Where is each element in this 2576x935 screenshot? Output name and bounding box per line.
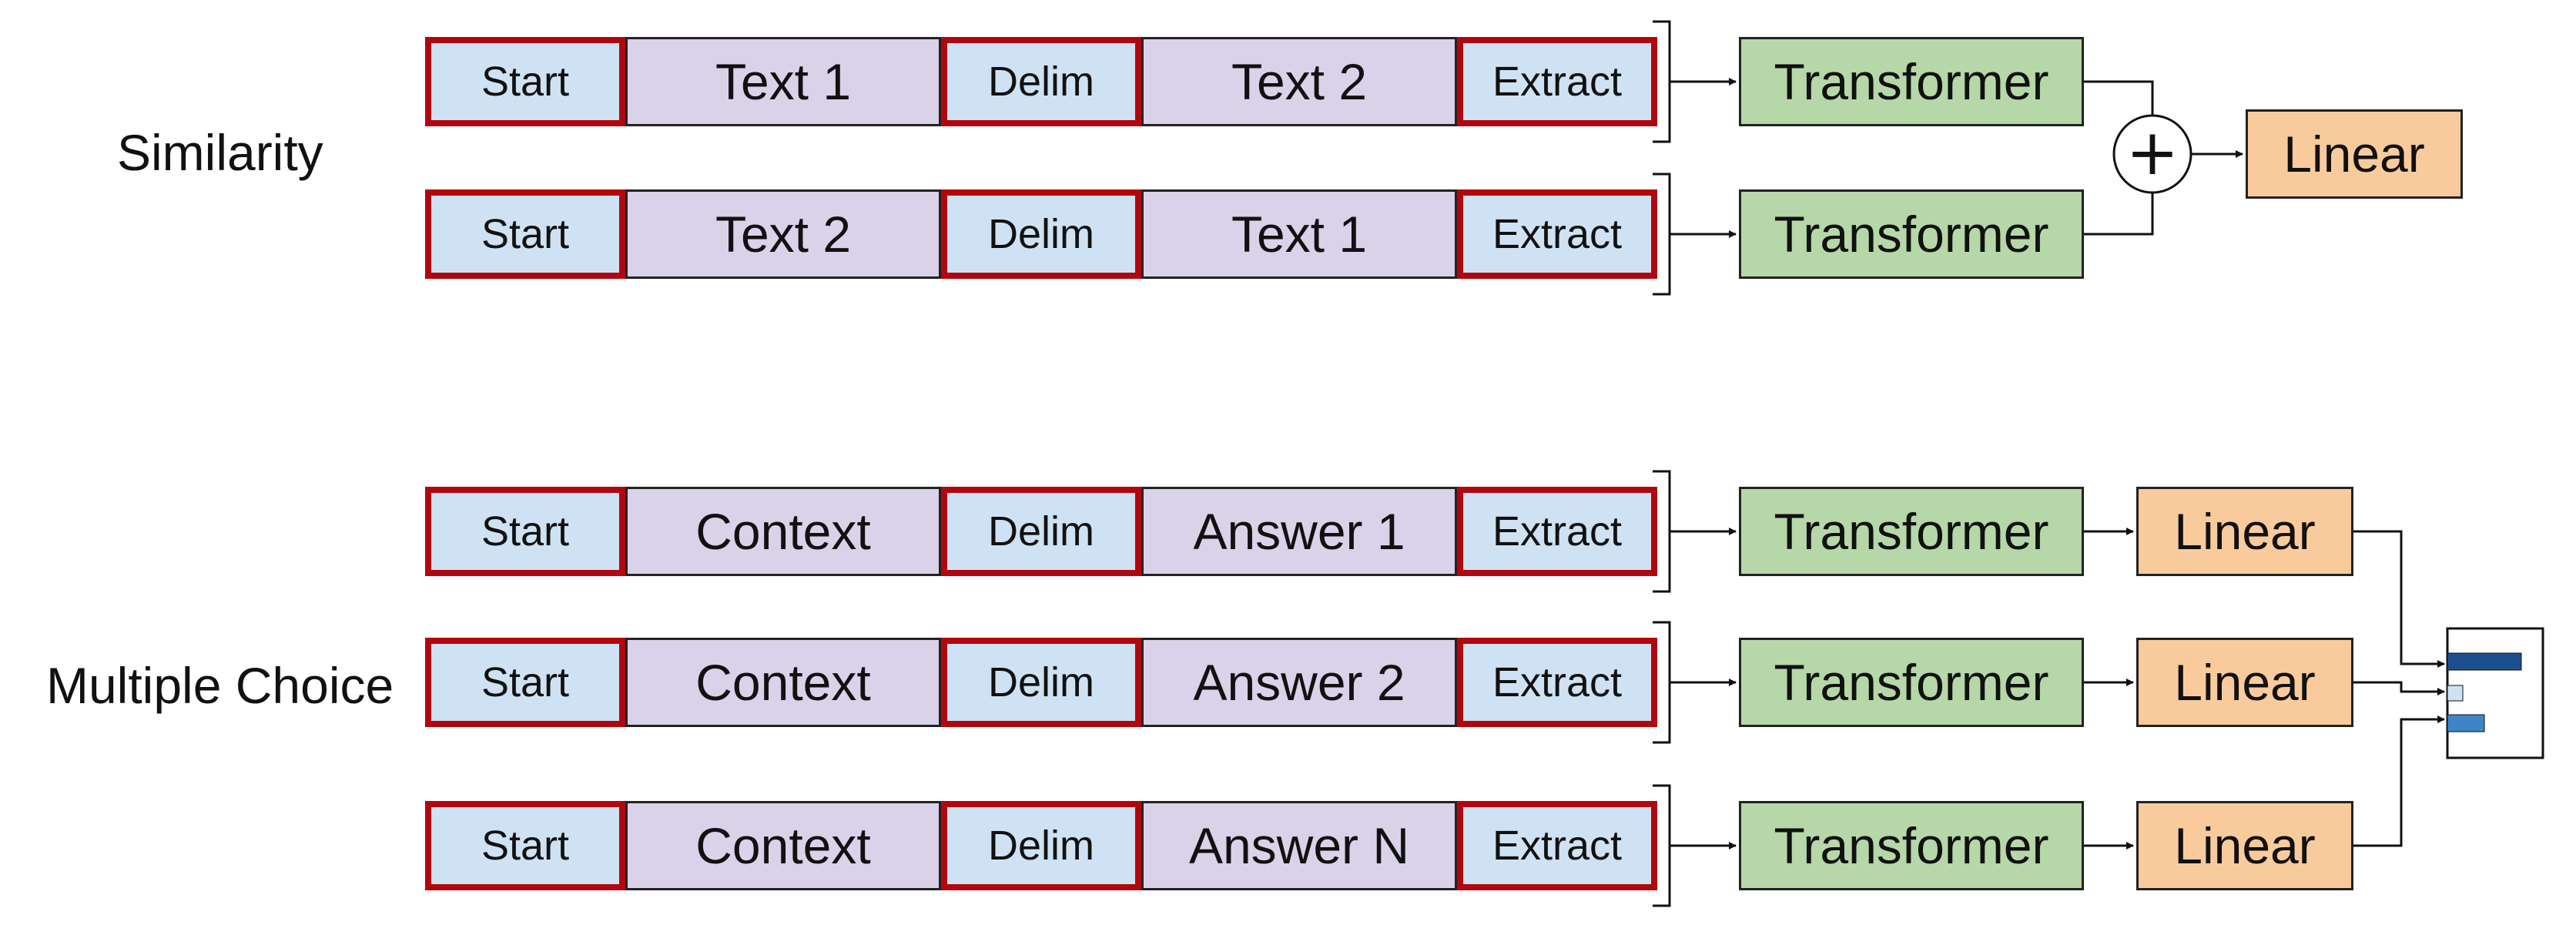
task-label-similarity: Similarity — [117, 124, 323, 181]
similarity-row-2-token-text-2: Text 2 — [625, 189, 941, 279]
choice-row-1-arrow-to-softmax — [2353, 530, 2445, 668]
choice-row-3-transformer: Transformer — [1739, 801, 2084, 890]
softmax-bar-1 — [2447, 652, 2522, 671]
similarity-row-2-token-delim: Delim — [941, 189, 1141, 279]
choice-row-1-token-extract: Extract — [1457, 487, 1657, 576]
choice-row-2-token-answer-2: Answer 2 — [1141, 638, 1457, 727]
similarity-row-1-transformer: Transformer — [1739, 37, 2084, 126]
similarity-row-1-token-extract: Extract — [1457, 37, 1657, 126]
choice-row-3-token-delim: Delim — [941, 801, 1141, 890]
task-label-multiple-choice: Multiple Choice — [46, 657, 394, 714]
choice-row-1-token-answer-1: Answer 1 — [1141, 487, 1457, 576]
choice-row-1-token-delim: Delim — [941, 487, 1141, 576]
similarity-row-2-to-plus — [2084, 193, 2154, 236]
choice-row-1-token-start: Start — [425, 487, 625, 576]
similarity-row-1-token-delim: Delim — [941, 37, 1141, 126]
choice-row-3-token-context: Context — [625, 801, 941, 890]
similarity-row-1-to-plus — [2084, 80, 2154, 116]
choice-row-2-token-context: Context — [625, 638, 941, 727]
choice-row-3-linear: Linear — [2136, 801, 2353, 890]
choice-row-2-token-extract: Extract — [1457, 638, 1657, 727]
choice-row-2-token-start: Start — [425, 638, 625, 727]
similarity-row-1-token-text-1: Text 1 — [625, 37, 941, 126]
choice-row-3-token-answer-n: Answer N — [1141, 801, 1457, 890]
choice-row-3-arrow-to-softmax — [2353, 715, 2445, 847]
choice-row-3-token-extract: Extract — [1457, 801, 1657, 890]
choice-row-2-arrow-to-softmax — [2353, 681, 2445, 695]
choice-row-1-token-context: Context — [625, 487, 941, 576]
similarity-row-1-token-start: Start — [425, 37, 625, 126]
similarity-row-2-token-text-1: Text 1 — [1141, 189, 1457, 279]
choice-row-1-linear: Linear — [2136, 487, 2353, 576]
plus-node-symbol: + — [2126, 116, 2179, 189]
similarity-row-2-token-start: Start — [425, 189, 625, 279]
choice-row-2-token-delim: Delim — [941, 638, 1141, 727]
similarity-row-2-transformer: Transformer — [1739, 189, 2084, 279]
softmax-bar-3 — [2447, 714, 2485, 732]
similarity-linear: Linear — [2246, 109, 2463, 199]
similarity-row-2-token-extract: Extract — [1457, 189, 1657, 279]
choice-row-2-transformer: Transformer — [1739, 638, 2084, 727]
choice-row-2-linear: Linear — [2136, 638, 2353, 727]
choice-row-1-transformer: Transformer — [1739, 487, 2084, 576]
similarity-row-1-token-text-2: Text 2 — [1141, 37, 1457, 126]
softmax-bar-2 — [2447, 685, 2464, 702]
choice-row-3-token-start: Start — [425, 801, 625, 890]
